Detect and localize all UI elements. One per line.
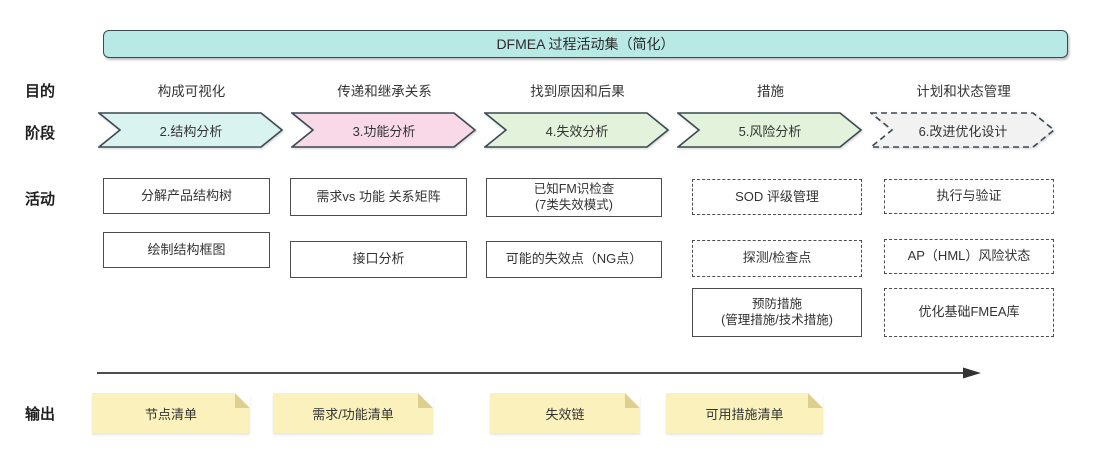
purpose-failure: 找到原因和后果	[530, 84, 625, 99]
output-note-failure-chain: 失效链	[490, 393, 640, 433]
phase-chevron-function: 3.功能分析	[291, 112, 477, 148]
activity-box-draw-structure-diagram: 绘制结构框图	[103, 232, 270, 268]
row-label-phase: 阶段	[25, 125, 56, 142]
activity-label: 需求vs 功能 关系矩阵	[316, 188, 441, 204]
activity-box-requirement-function-matrix: 需求vs 功能 关系矩阵	[290, 178, 467, 216]
output-label: 节点清单	[144, 406, 197, 422]
activity-box-prevention-measures: 预防措施 (管理措施/技术措施)	[692, 288, 862, 337]
activity-label: 绘制结构框图	[147, 241, 226, 257]
phase-label: 2.结构分析	[159, 123, 223, 139]
purpose-structure: 构成可视化	[157, 84, 226, 99]
activity-box-decompose-structure-tree: 分解产品结构树	[103, 178, 270, 214]
output-label: 可用措施清单	[705, 406, 784, 422]
diagram-title: DFMEA 过程活动集（简化）	[496, 36, 675, 52]
activity-label: 分解产品结构树	[140, 187, 232, 203]
phase-chevron-risk: 5.风险分析	[677, 112, 863, 148]
chevron-arrow-icon	[98, 112, 284, 148]
phase-label: 5.风险分析	[738, 123, 802, 139]
output-note-available-measures-list: 可用措施清单	[666, 393, 823, 433]
activity-label: SOD 评级管理	[735, 188, 819, 204]
output-label: 需求/功能清单	[312, 406, 394, 422]
phase-label: 4.失效分析	[545, 123, 609, 139]
phase-chevron-improve: 6.改进优化设计	[870, 112, 1056, 148]
row-label-purpose: 目的	[25, 83, 56, 100]
activity-label-line2: (管理措施/技术措施)	[721, 312, 833, 327]
purpose-risk: 措施	[757, 84, 784, 99]
activity-label: 执行与验证	[936, 188, 1002, 204]
output-note-requirement-function-list: 需求/功能清单	[273, 393, 433, 433]
activity-label: 接口分析	[352, 251, 405, 267]
activity-label: 可能的失效点（NG点）	[505, 251, 643, 267]
activity-box-execute-verify: 执行与验证	[884, 179, 1054, 214]
flow-arrow-icon	[97, 367, 981, 379]
activity-label: 优化基础FMEA库	[918, 304, 1020, 320]
output-label: 失效链	[545, 406, 585, 422]
activity-box-sod-rating: SOD 评级管理	[692, 179, 862, 215]
title-banner: DFMEA 过程活动集（简化）	[103, 30, 1068, 58]
chevron-arrow-icon	[677, 112, 863, 148]
phase-label: 3.功能分析	[352, 123, 416, 139]
activity-box-known-fm-check: 已知FM识检查 (7类失效模式)	[486, 178, 662, 217]
activity-box-interface-analysis: 接口分析	[290, 241, 467, 278]
chevron-arrow-icon	[484, 112, 670, 148]
activity-label-line1: 已知FM识检查	[533, 181, 615, 196]
activity-label: AP（HML）风险状态	[907, 248, 1031, 264]
activity-label-line1: 预防措施	[751, 296, 802, 311]
activity-box-ap-risk-status: AP（HML）风险状态	[884, 239, 1054, 274]
row-label-output: 输出	[25, 406, 56, 423]
row-label-activity: 活动	[25, 191, 56, 208]
chevron-arrow-icon	[870, 112, 1056, 148]
phase-chevron-structure: 2.结构分析	[98, 112, 284, 148]
activity-box-detection-checkpoints: 探测/检查点	[692, 240, 862, 277]
phase-label: 6.改进优化设计	[918, 123, 1008, 139]
activity-box-possible-failure-points: 可能的失效点（NG点）	[486, 241, 662, 278]
phase-chevron-failure: 4.失效分析	[484, 112, 670, 148]
chevron-arrow-icon	[291, 112, 477, 148]
activity-label: 探测/检查点	[742, 250, 812, 266]
purpose-function: 传递和继承关系	[337, 84, 432, 99]
purpose-improve: 计划和状态管理	[916, 84, 1011, 99]
activity-box-optimize-fmea-library: 优化基础FMEA库	[884, 288, 1054, 337]
output-note-node-list: 节点清单	[92, 393, 250, 433]
activity-label-line2: (7类失效模式)	[535, 197, 613, 212]
